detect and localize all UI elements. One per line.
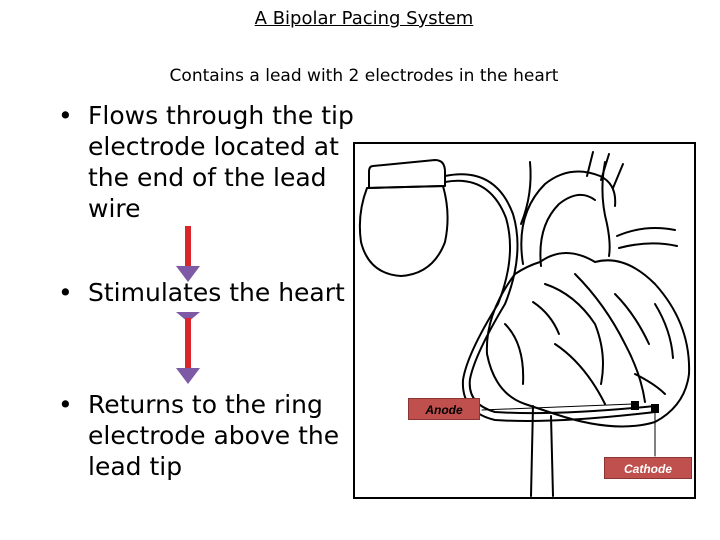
slide-subtitle: Contains a lead with 2 electrodes in the… [169, 66, 559, 86]
pacemaker-generator [358, 159, 449, 277]
great-vessels [520, 151, 678, 267]
pacing-system-illustration [353, 142, 696, 499]
anode-label: Anode [408, 398, 480, 420]
heart-outline [485, 252, 691, 428]
bullet-marker: • [58, 101, 73, 130]
bullet-item: • Stimulates the heart [58, 277, 358, 308]
ring-electrode [631, 401, 639, 410]
bullet-text: Flows through the tip electrode located … [88, 101, 354, 223]
bullet-item: • Flows through the tip electrode locate… [58, 100, 358, 224]
electrode-callout-lines [481, 403, 656, 457]
bullet-text: Stimulates the heart [88, 278, 345, 307]
bullet-marker: • [58, 390, 73, 419]
down-arrow-icon [176, 312, 200, 384]
pacing-lead [444, 173, 656, 422]
bullet-text: Returns to the ring electrode above the … [88, 390, 340, 481]
electrodes [631, 401, 659, 413]
slide-title: A Bipolar Pacing System [254, 8, 474, 29]
bullet-item: • Returns to the ring electrode above th… [58, 389, 358, 482]
inferior-vena-cava [530, 405, 554, 497]
tip-electrode [651, 404, 659, 413]
heart-with-pacemaker-drawing [358, 151, 691, 497]
down-arrow-icon [176, 226, 200, 282]
cathode-label: Cathode [604, 457, 692, 479]
bullet-marker: • [58, 278, 73, 307]
